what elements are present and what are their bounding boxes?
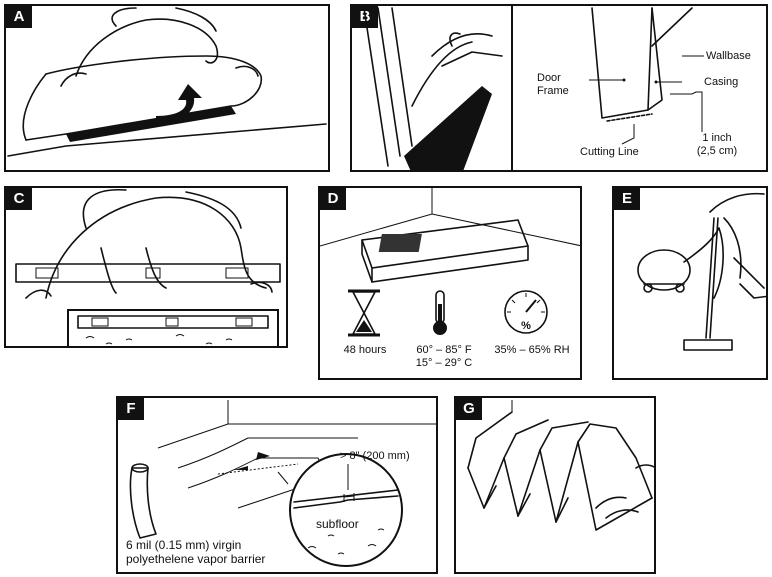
gauge-percent: %	[521, 320, 531, 332]
panel-a-tag: A	[6, 6, 32, 28]
label-subfloor: subfloor	[316, 517, 359, 531]
label-door-frame: Door Frame	[537, 72, 569, 97]
panel-d: D % 48 hours 60° – 85° F 15° – 29° C 35%…	[318, 186, 582, 380]
humidity-gauge-icon	[504, 290, 548, 334]
undercut-door-casing-icon	[363, 6, 704, 170]
label-humidity: 35% – 65% RH	[494, 344, 570, 356]
label-wallbase: Wallbase	[706, 50, 751, 62]
panel-a: A	[4, 4, 330, 172]
hourglass-icon	[348, 289, 380, 337]
level-check-icon	[15, 188, 281, 346]
panel-g-tag: G	[456, 398, 482, 420]
folded-underlayment-icon	[467, 400, 654, 531]
label-one-inch: 1 inch (2,5 cm)	[696, 132, 738, 157]
panel-e: E	[612, 186, 768, 380]
panel-g: G	[454, 396, 656, 574]
label-distance: > 8" (200 mm)	[340, 450, 410, 462]
panel-c-tag: C	[6, 188, 32, 210]
flooring-box-icon	[320, 188, 580, 283]
vapor-barrier-icon	[129, 400, 436, 567]
rolling-up-floor-icon	[7, 7, 327, 157]
label-vapor-barrier: 6 mil (0.15 mm) virgin polyethelene vapo…	[126, 538, 266, 566]
thermometer-icon	[433, 290, 447, 335]
vacuum-cleaner-icon	[637, 192, 766, 351]
panel-b: B Door Frame Wallbase Casing 1 inch (2,5…	[350, 4, 768, 172]
panel-f: F > 8" (200 mm) subfloor 6 mil (0.15 mm)…	[116, 396, 438, 574]
panel-f-tag: F	[118, 398, 144, 420]
panel-e-tag: E	[614, 188, 640, 210]
panel-d-tag: D	[320, 188, 346, 210]
label-cutting-line: Cutting Line	[580, 146, 639, 158]
label-casing: Casing	[704, 76, 739, 88]
label-hours: 48 hours	[343, 344, 387, 356]
label-temperature: 60° – 85° F 15° – 29° C	[415, 344, 473, 369]
panel-c: C	[4, 186, 288, 348]
